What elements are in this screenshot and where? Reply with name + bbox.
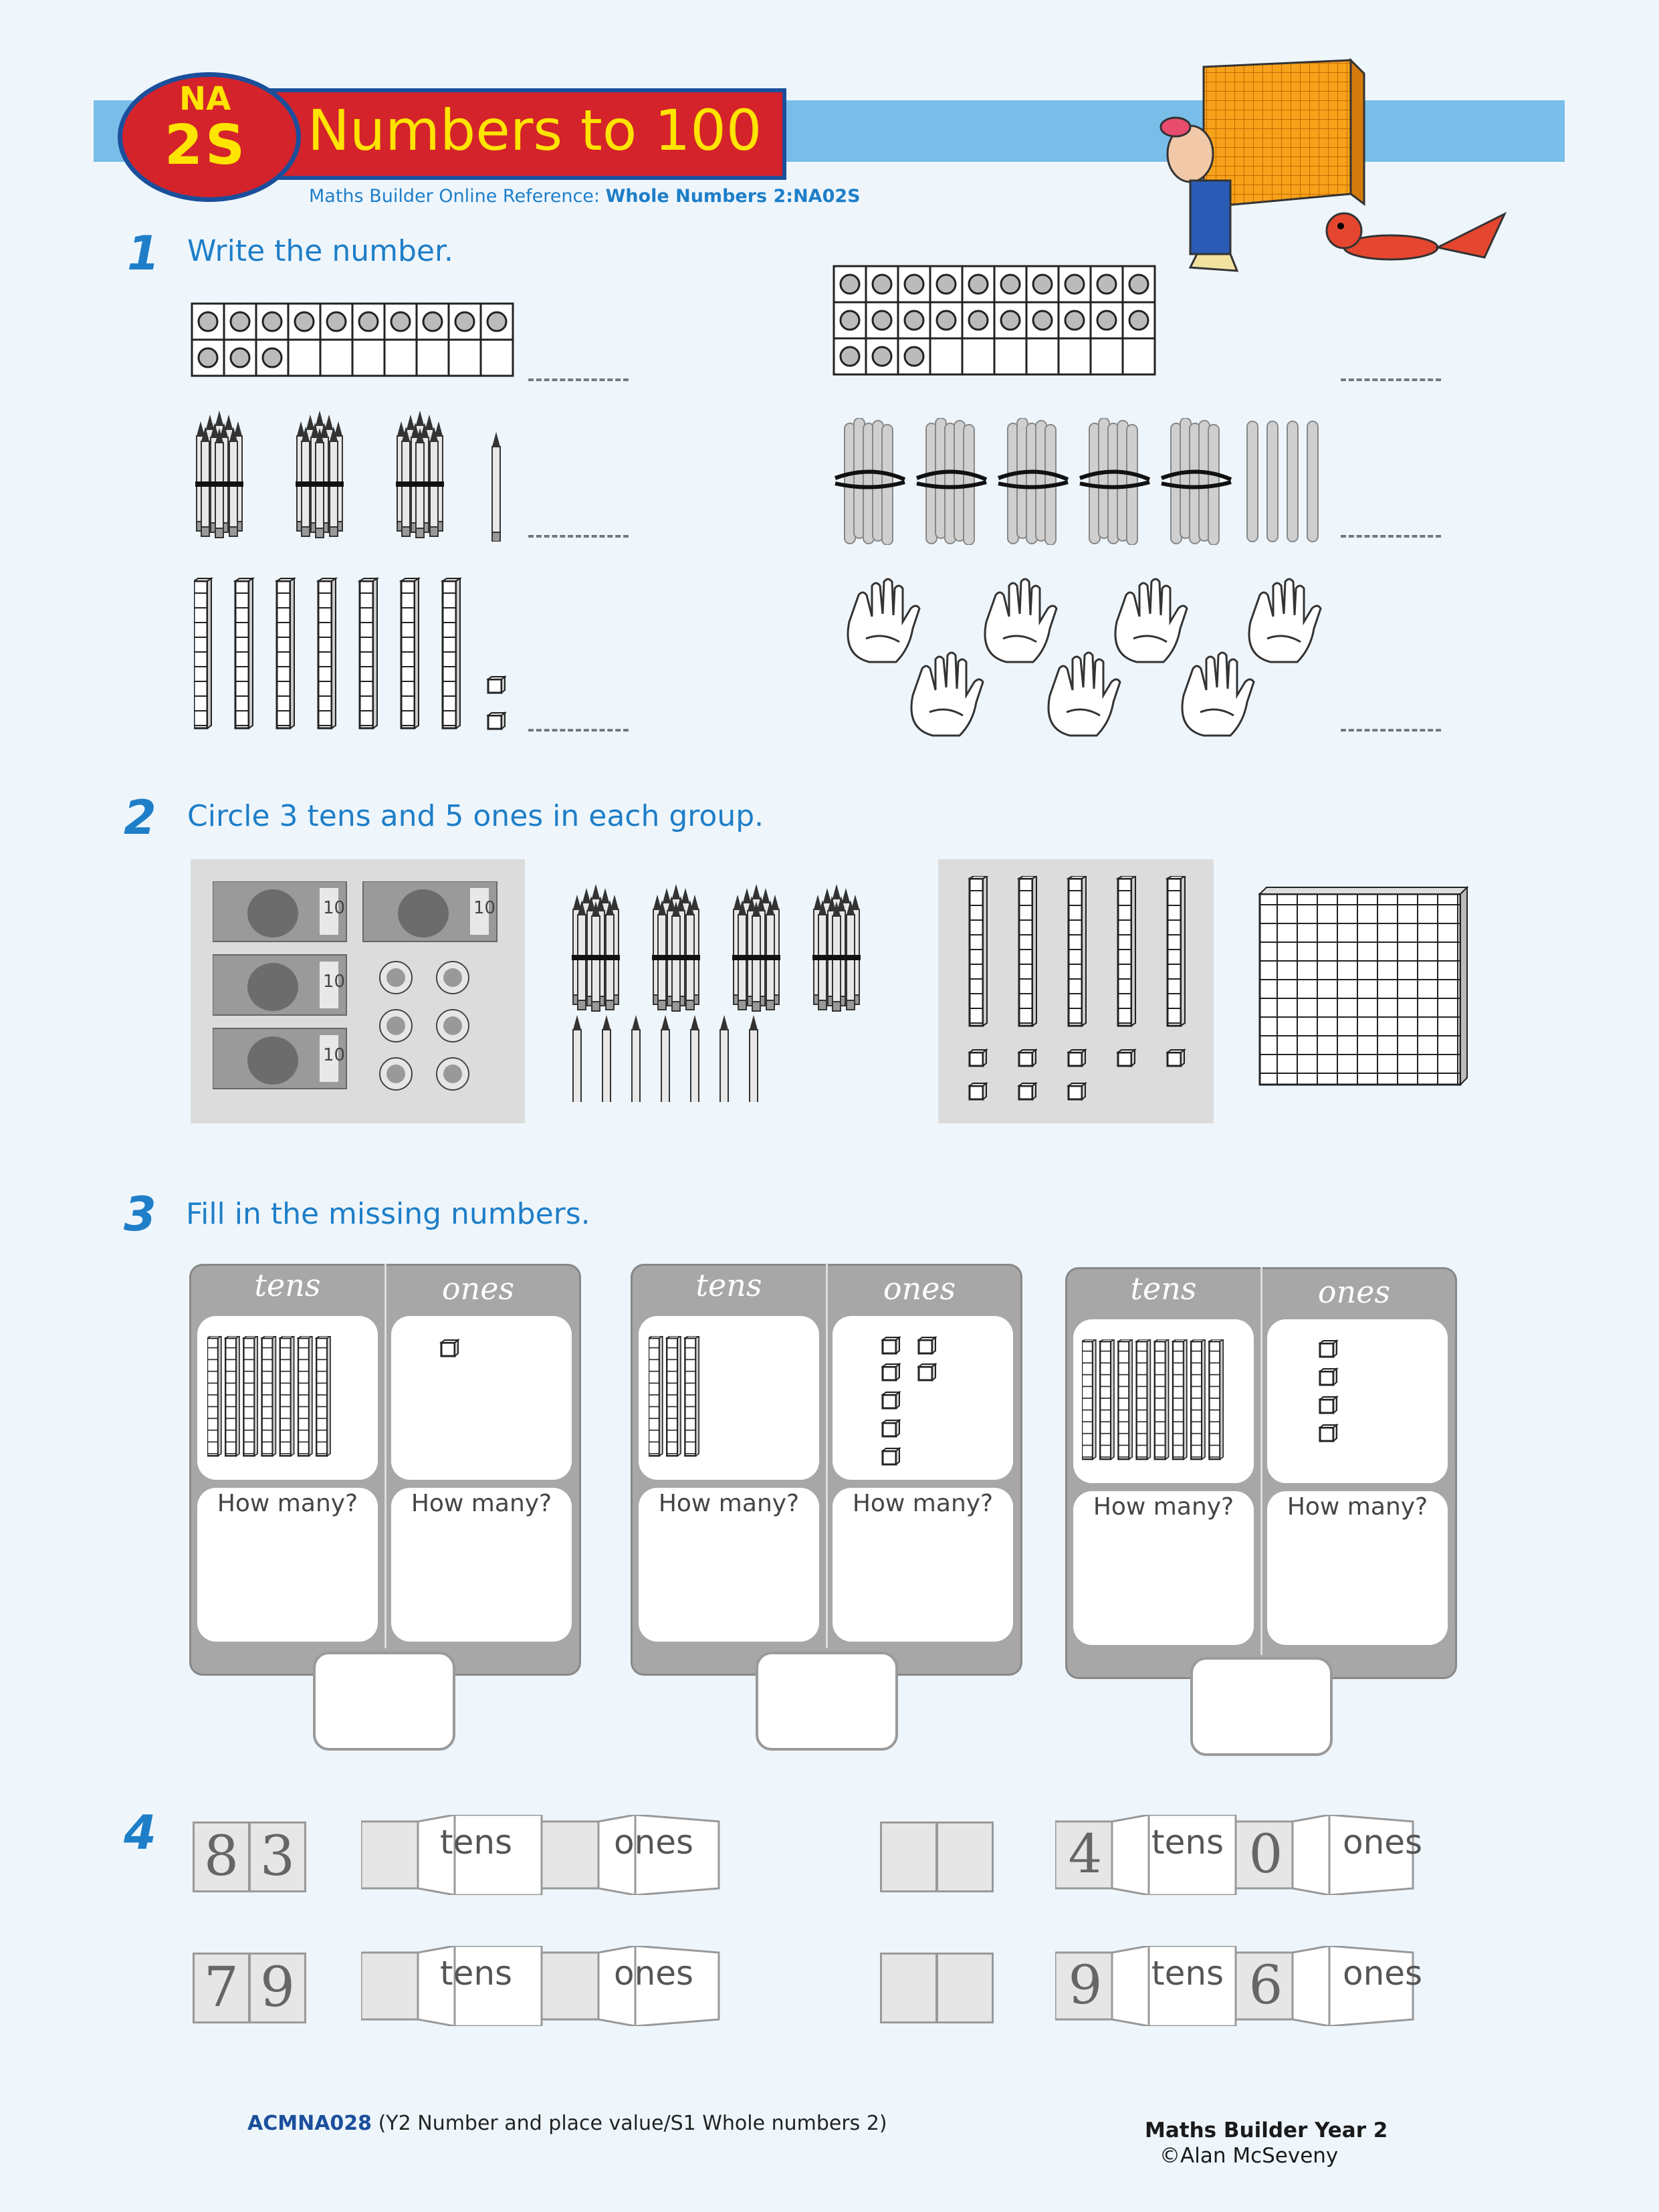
rods-and-cubes-72 [194, 577, 506, 730]
digit-box-tens[interactable] [880, 1821, 937, 1892]
question-4-number: 4 [124, 1805, 156, 1860]
online-reference: Maths Builder Online Reference: Whole Nu… [309, 186, 861, 207]
hundred-block-icon [1258, 886, 1469, 1087]
rods-group [968, 876, 1186, 1101]
fold-strip [361, 1946, 720, 2026]
reference-prefix: Maths Builder Online Reference: [309, 186, 600, 207]
ones-header: ones [883, 1270, 956, 1307]
ones-header: ones [1317, 1274, 1391, 1310]
page-title: Numbers to 100 [308, 98, 762, 163]
tens-label: tens [1151, 1823, 1224, 1862]
answer-line[interactable] [1341, 378, 1441, 381]
ones-how-many-cell[interactable] [391, 1488, 572, 1642]
book-title: Maths Builder Year 2 [1145, 2118, 1388, 2142]
fold-strip [1055, 1946, 1414, 2026]
tens-header: tens [1130, 1270, 1197, 1307]
money-group: 10 [213, 881, 497, 1091]
board-divider [384, 1264, 386, 1648]
answer-line[interactable] [528, 535, 629, 538]
question-2-text: Circle 3 tens and 5 ones in each group. [187, 799, 764, 833]
digit-box-tens[interactable] [880, 1953, 937, 2023]
ones-cell [391, 1316, 572, 1480]
digit-box-ones[interactable]: 9 [249, 1953, 306, 2023]
how-many-label: How many? [217, 1490, 358, 1517]
hands-70 [847, 578, 1322, 737]
tens-how-many-cell[interactable] [197, 1488, 378, 1642]
question-3-text: Fill in the missing numbers. [186, 1197, 590, 1231]
tens-how-many-cell[interactable] [639, 1488, 819, 1642]
tens-rods [1082, 1339, 1224, 1460]
ones-cell [1267, 1319, 1448, 1483]
how-many-label: How many? [1093, 1493, 1234, 1521]
digit-box-tens[interactable]: 8 [193, 1821, 250, 1892]
ones-label: ones [614, 1823, 694, 1862]
digit-box-ones[interactable] [936, 1953, 994, 2023]
tens-value: 9 [1068, 1954, 1103, 2016]
title-plate [254, 88, 786, 180]
pencil-bundles-31 [194, 408, 501, 542]
ones-header: ones [441, 1270, 515, 1307]
question-1-number: 1 [127, 226, 160, 281]
tens-value: 4 [1068, 1823, 1103, 1885]
how-many-label: How many? [411, 1490, 552, 1517]
pencil-group [572, 881, 906, 1102]
copyright: ©Alan McSeveny [1159, 2144, 1339, 2168]
ones-cubes [881, 1336, 937, 1466]
ten-frame-23 [833, 265, 1156, 376]
number-answer-box[interactable] [1190, 1657, 1333, 1756]
number-answer-box[interactable] [756, 1652, 898, 1751]
ones-how-many-cell[interactable] [833, 1488, 1013, 1642]
question-1-text: Write the number. [187, 234, 454, 268]
ones-value: 0 [1248, 1823, 1283, 1885]
digit-box-ones[interactable] [936, 1821, 994, 1892]
how-many-label: How many? [658, 1490, 800, 1517]
number-answer-box[interactable] [313, 1652, 455, 1751]
how-many-label: How many? [1287, 1493, 1428, 1521]
how-many-label: How many? [852, 1490, 994, 1517]
curriculum-reference: ACMNA028 (Y2 Number and place value/S1 W… [247, 2112, 887, 2135]
ones-label: ones [1343, 1954, 1423, 1993]
tens-label: tens [440, 1823, 513, 1862]
ones-how-many-cell[interactable] [1267, 1491, 1448, 1645]
answer-line[interactable] [1341, 535, 1441, 538]
tens-rods [207, 1336, 332, 1457]
craft-stick-bundles-54 [833, 418, 1319, 545]
tens-header: tens [695, 1267, 762, 1303]
character-carrying-hundred-block-icon [1159, 58, 1507, 272]
question-2-number: 2 [124, 790, 156, 845]
cube-icon [440, 1339, 459, 1357]
digit-box-ones[interactable]: 3 [249, 1821, 306, 1892]
ones-cubes [1319, 1339, 1338, 1442]
ones-value: 6 [1248, 1954, 1283, 2016]
fold-strip [361, 1815, 720, 1895]
fold-strip [1055, 1815, 1414, 1895]
tens-rods [649, 1336, 700, 1457]
digit-box-tens[interactable]: 7 [193, 1953, 250, 2023]
ones-label: ones [614, 1954, 694, 1993]
board-divider [1260, 1267, 1262, 1655]
reference-code: Whole Numbers 2:NA02S [605, 186, 861, 207]
board-divider [826, 1264, 828, 1648]
badge-strand: NA [179, 80, 231, 118]
ones-label: ones [1343, 1823, 1423, 1862]
tens-label: tens [440, 1954, 513, 1993]
curriculum-code: ACMNA028 [247, 2112, 372, 2135]
tens-label: tens [1151, 1954, 1224, 1993]
curriculum-description: (Y2 Number and place value/S1 Whole numb… [378, 2112, 887, 2135]
answer-line[interactable] [528, 729, 629, 732]
answer-line[interactable] [528, 378, 629, 381]
ten-frame-13 [191, 302, 514, 377]
badge-unit: 2S [164, 114, 248, 177]
unit-badge [118, 72, 301, 202]
question-3-number: 3 [124, 1187, 156, 1242]
tens-how-many-cell[interactable] [1073, 1491, 1254, 1645]
tens-header: tens [254, 1267, 321, 1303]
answer-line[interactable] [1341, 729, 1441, 732]
